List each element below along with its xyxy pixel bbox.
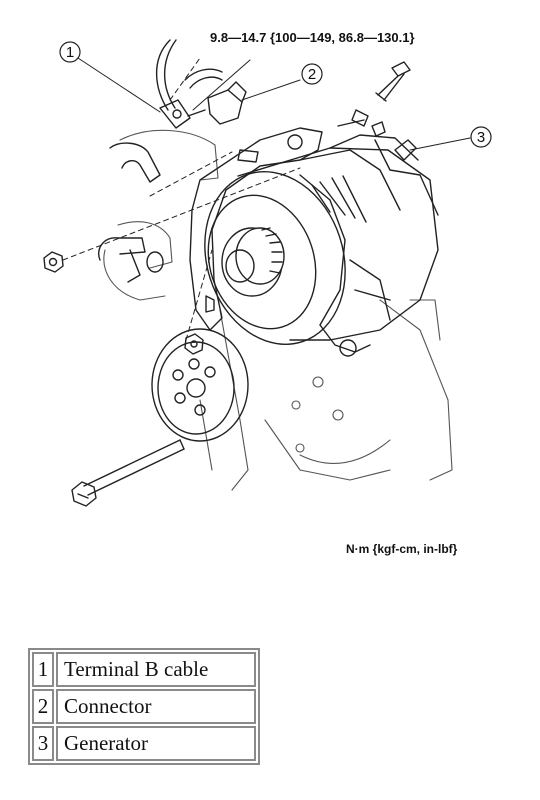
callout-circles xyxy=(59,41,492,148)
legend-label: Connector xyxy=(56,689,256,724)
leader-lines xyxy=(62,57,471,341)
crank-pulley xyxy=(151,328,249,442)
generator-diagram: 1 2 3 9.8—14.7 {100—149, 86.8—130.1} N·m… xyxy=(43,30,492,556)
generator-body xyxy=(204,121,439,357)
bolt-middle xyxy=(337,109,369,127)
legend-row: 1 Terminal B cable xyxy=(32,652,256,687)
callout-3: 3 xyxy=(477,129,485,146)
units-note: N·m {kgf-cm, in-lbf} xyxy=(346,542,458,556)
nut-left xyxy=(43,251,64,273)
terminal-b-cable xyxy=(155,39,223,129)
callout-1: 1 xyxy=(66,44,74,61)
generator-pulley xyxy=(221,227,285,297)
legend-table: 1 Terminal B cable 2 Connector 3 Generat… xyxy=(28,648,260,765)
torque-spec: 9.8—14.7 {100—149, 86.8—130.1} xyxy=(210,30,415,45)
nut-lower xyxy=(184,295,215,355)
legend-row: 3 Generator xyxy=(32,726,256,761)
engine-block-outline xyxy=(103,129,453,491)
callout-2: 2 xyxy=(308,66,316,83)
bolt-top xyxy=(375,61,411,102)
legend-row: 2 Connector xyxy=(32,689,256,724)
mounting-bracket xyxy=(189,127,323,331)
coolant-hoses xyxy=(98,142,164,283)
legend-label: Generator xyxy=(56,726,256,761)
legend-label: Terminal B cable xyxy=(56,652,256,687)
long-bolt xyxy=(71,439,185,507)
legend-number: 1 xyxy=(32,652,54,687)
connector-plug xyxy=(207,81,247,125)
legend-number: 3 xyxy=(32,726,54,761)
legend-number: 2 xyxy=(32,689,54,724)
